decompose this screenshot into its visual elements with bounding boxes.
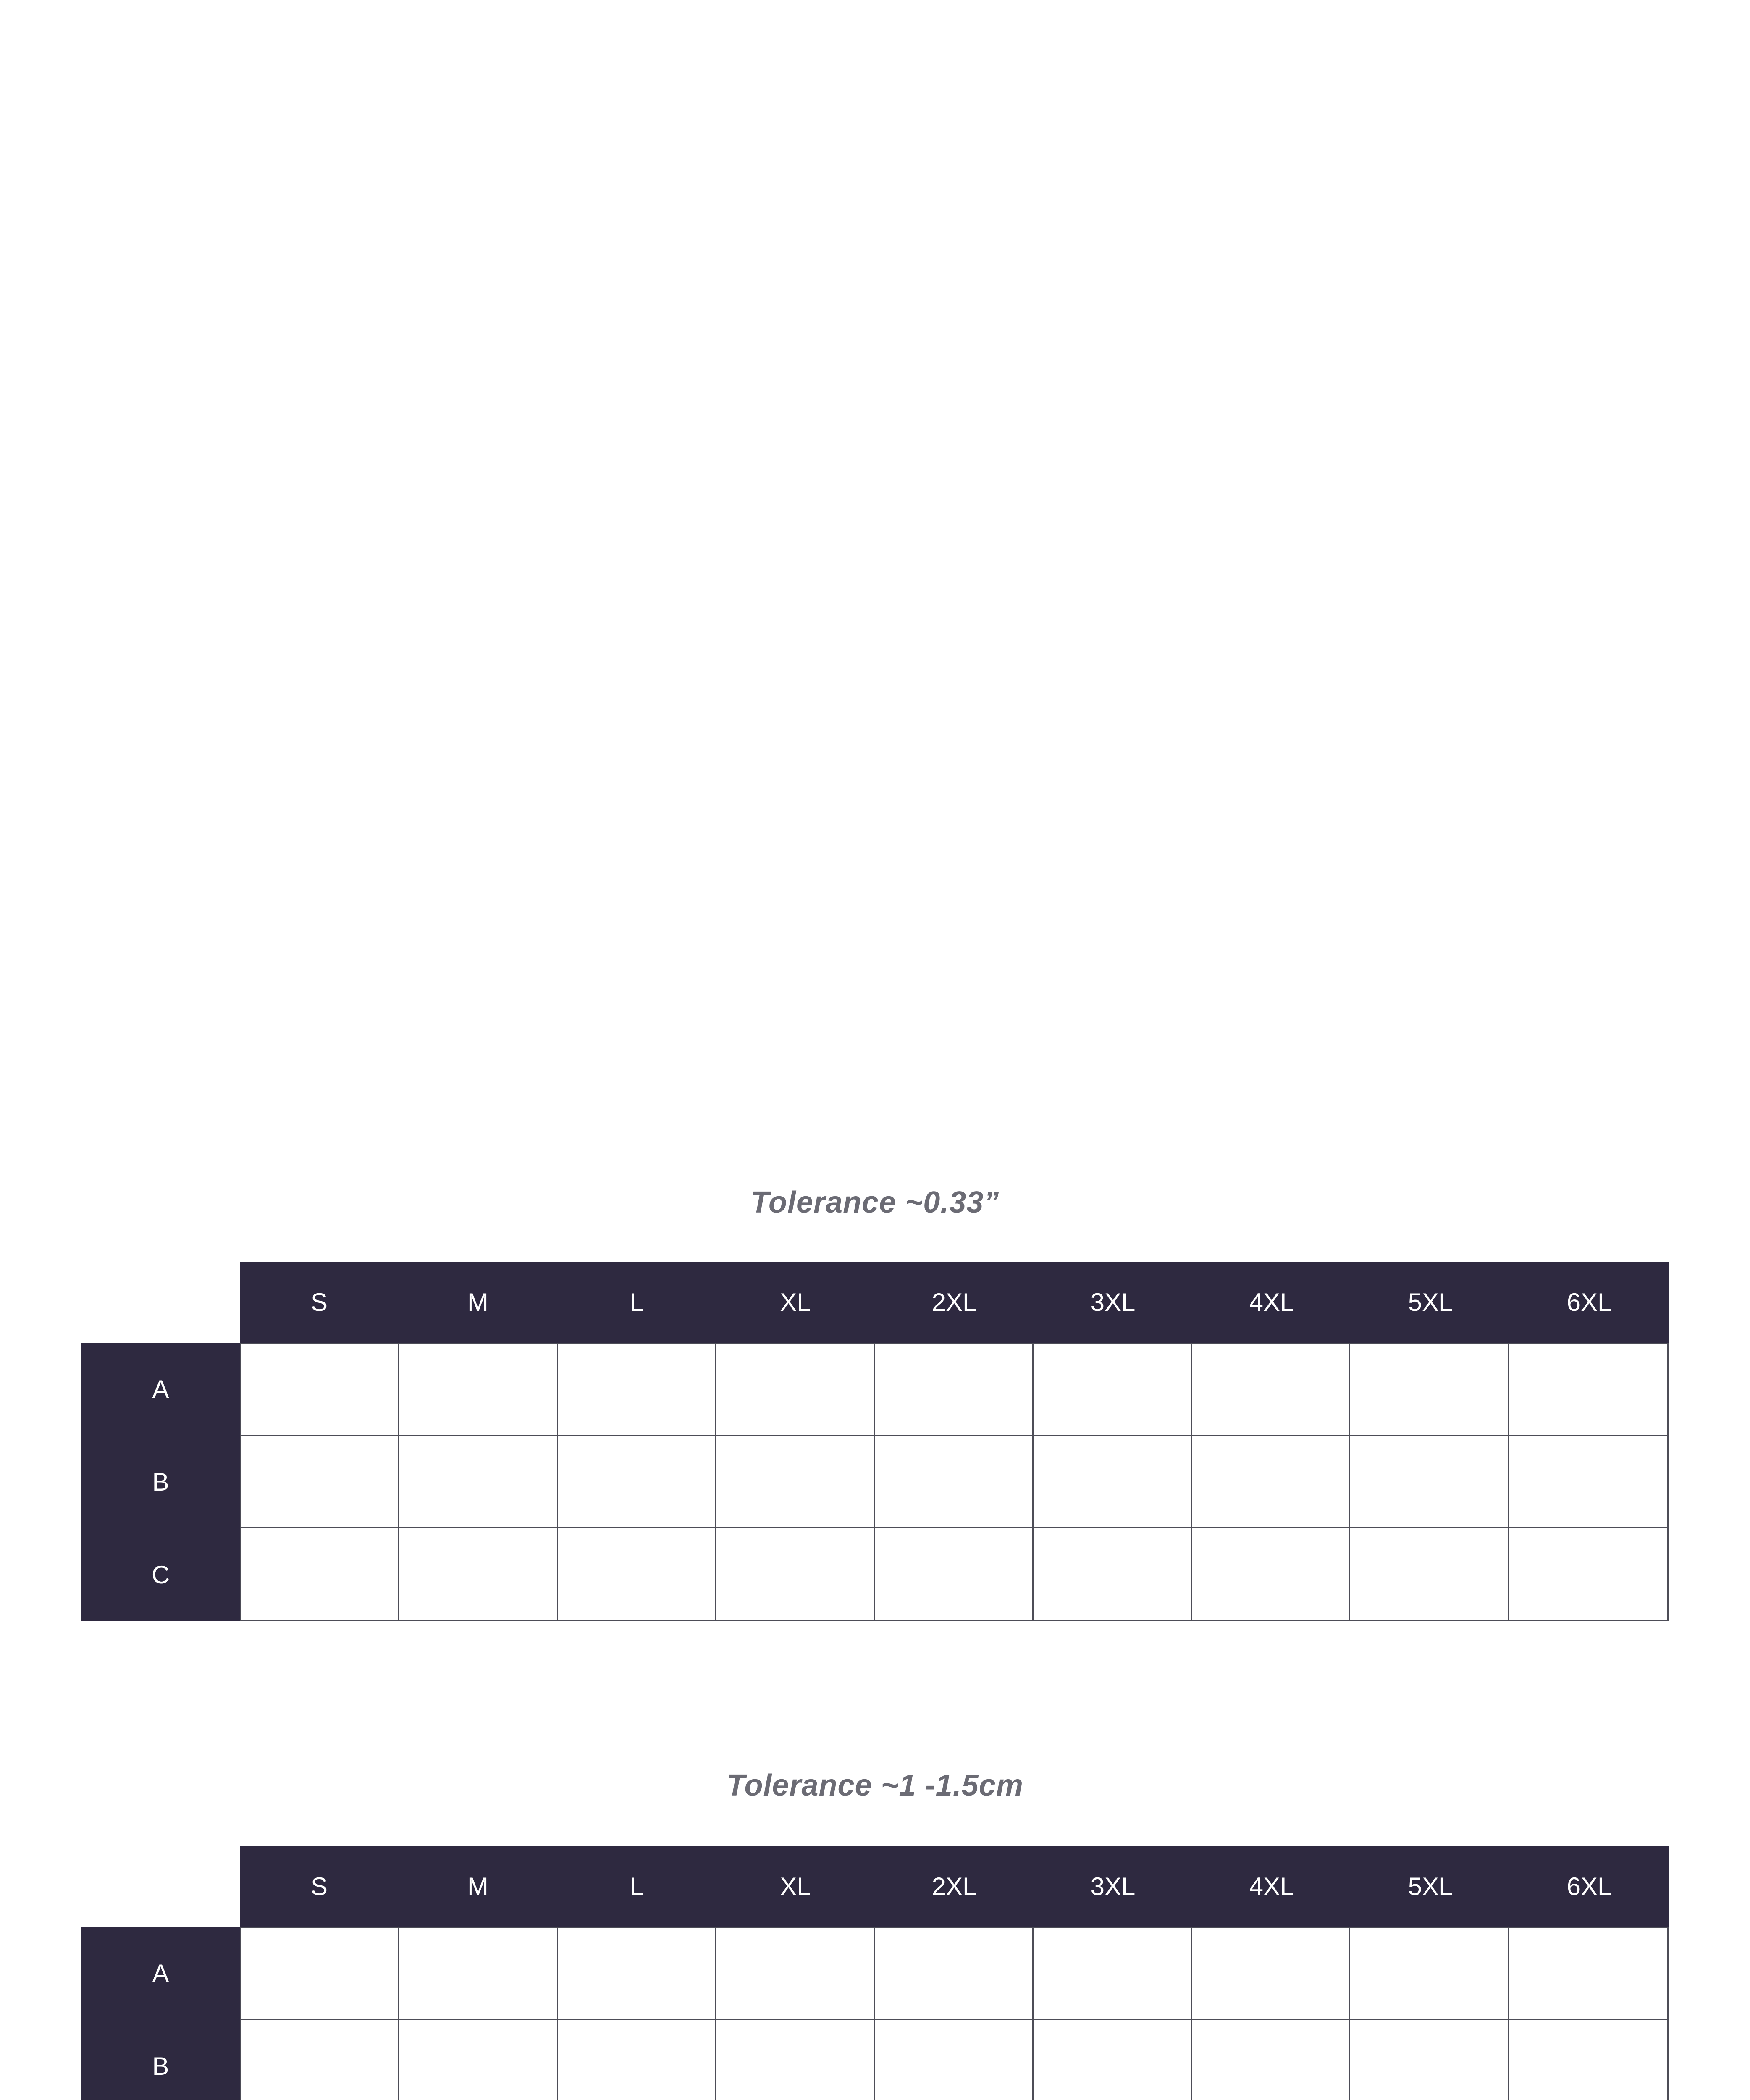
table-cell <box>875 2020 1034 2100</box>
size-column-header: 2XL <box>931 1288 977 1316</box>
table-cell <box>241 2020 400 2100</box>
table-cell <box>399 1528 558 1620</box>
table-cell <box>1509 2020 1667 2100</box>
size-column-header: 4XL <box>1249 1872 1294 1900</box>
table-cell <box>241 1436 400 1528</box>
table-cell <box>1350 1436 1509 1528</box>
table-cell <box>558 1436 716 1528</box>
table-cell <box>875 1928 1034 2020</box>
size-column-header: 3XL <box>1090 1288 1136 1316</box>
table-cell <box>241 1528 400 1620</box>
table-cell <box>1509 1436 1667 1528</box>
table-cell <box>241 1344 400 1436</box>
table-cell <box>716 1344 875 1436</box>
table-cell <box>1192 1344 1351 1436</box>
table-cell <box>1033 1344 1192 1436</box>
table-cell <box>558 1344 716 1436</box>
size-header-row: S M L XL 2XL 3XL 4XL 5XL 6XL <box>240 1846 1669 1927</box>
size-column-header: 6XL <box>1566 1288 1612 1316</box>
table-cell <box>1033 1928 1192 2020</box>
table-cell <box>1509 1344 1667 1436</box>
table-cell <box>716 2020 875 2100</box>
table-cell <box>1192 1528 1351 1620</box>
size-column-header: 5XL <box>1408 1288 1453 1316</box>
table-cell <box>399 2020 558 2100</box>
table-cell <box>875 1344 1034 1436</box>
measurement-label-column: A B C <box>81 1927 240 2100</box>
table-cell <box>1350 2020 1509 2100</box>
size-column-header: M <box>467 1288 488 1316</box>
table-cell <box>716 1436 875 1528</box>
row-label: B <box>152 2052 169 2080</box>
table-cell <box>1192 2020 1351 2100</box>
table-cell <box>1350 1344 1509 1436</box>
table-cell <box>716 1528 875 1620</box>
table-cell <box>399 1344 558 1436</box>
table-title: Tolerance ~0.33” <box>750 1186 1000 1219</box>
row-label: A <box>152 1959 169 1987</box>
size-column-header: 2XL <box>931 1872 977 1900</box>
table-cell <box>1034 2020 1192 2100</box>
size-column-header: L <box>630 1288 644 1316</box>
size-column-header: M <box>467 1872 488 1900</box>
table-title: Tolerance ~1 -1.5cm <box>727 1769 1023 1802</box>
table-cell <box>1350 1528 1509 1620</box>
measurement-grid <box>240 1927 1669 2100</box>
table-cell <box>399 1436 558 1528</box>
size-column-header: XL <box>780 1288 811 1316</box>
size-table-cm: Tolerance ~1 -1.5cm S M L XL 2XL 3XL 4XL… <box>81 1756 1669 2100</box>
size-column-header: 6XL <box>1566 1872 1612 1900</box>
table-cell <box>558 1928 716 2020</box>
row-label: C <box>151 1561 170 1589</box>
table-cell <box>1033 1436 1192 1528</box>
size-column-header: 5XL <box>1408 1872 1453 1900</box>
table-cell <box>875 1528 1034 1620</box>
table-cell <box>241 1928 400 2020</box>
table-cell <box>558 2020 716 2100</box>
measurement-label-column: A B C <box>81 1343 240 1621</box>
size-column-header: S <box>310 1288 328 1316</box>
table-cell <box>1034 1528 1192 1620</box>
row-label: A <box>152 1375 169 1403</box>
size-table-inches: Tolerance ~0.33” S M L XL 2XL 3XL 4XL 5X… <box>81 1172 1669 1623</box>
size-column-header: 4XL <box>1249 1288 1294 1316</box>
size-column-header: L <box>630 1872 644 1900</box>
table-cell <box>1192 1928 1351 2020</box>
measurement-grid <box>240 1343 1669 1621</box>
table-cell <box>399 1928 558 2020</box>
table-cell <box>1509 1928 1667 2020</box>
size-column-header: 3XL <box>1090 1872 1136 1900</box>
table-cell <box>716 1928 875 2020</box>
table-cell <box>1350 1928 1509 2020</box>
table-cell <box>1192 1436 1351 1528</box>
table-cell <box>1509 1528 1667 1620</box>
size-header-row: S M L XL 2XL 3XL 4XL 5XL 6XL <box>240 1262 1669 1343</box>
table-cell <box>875 1436 1034 1528</box>
table-cell <box>558 1528 716 1620</box>
row-label: B <box>152 1468 169 1496</box>
size-column-header: S <box>310 1872 328 1900</box>
size-column-header: XL <box>780 1872 811 1900</box>
